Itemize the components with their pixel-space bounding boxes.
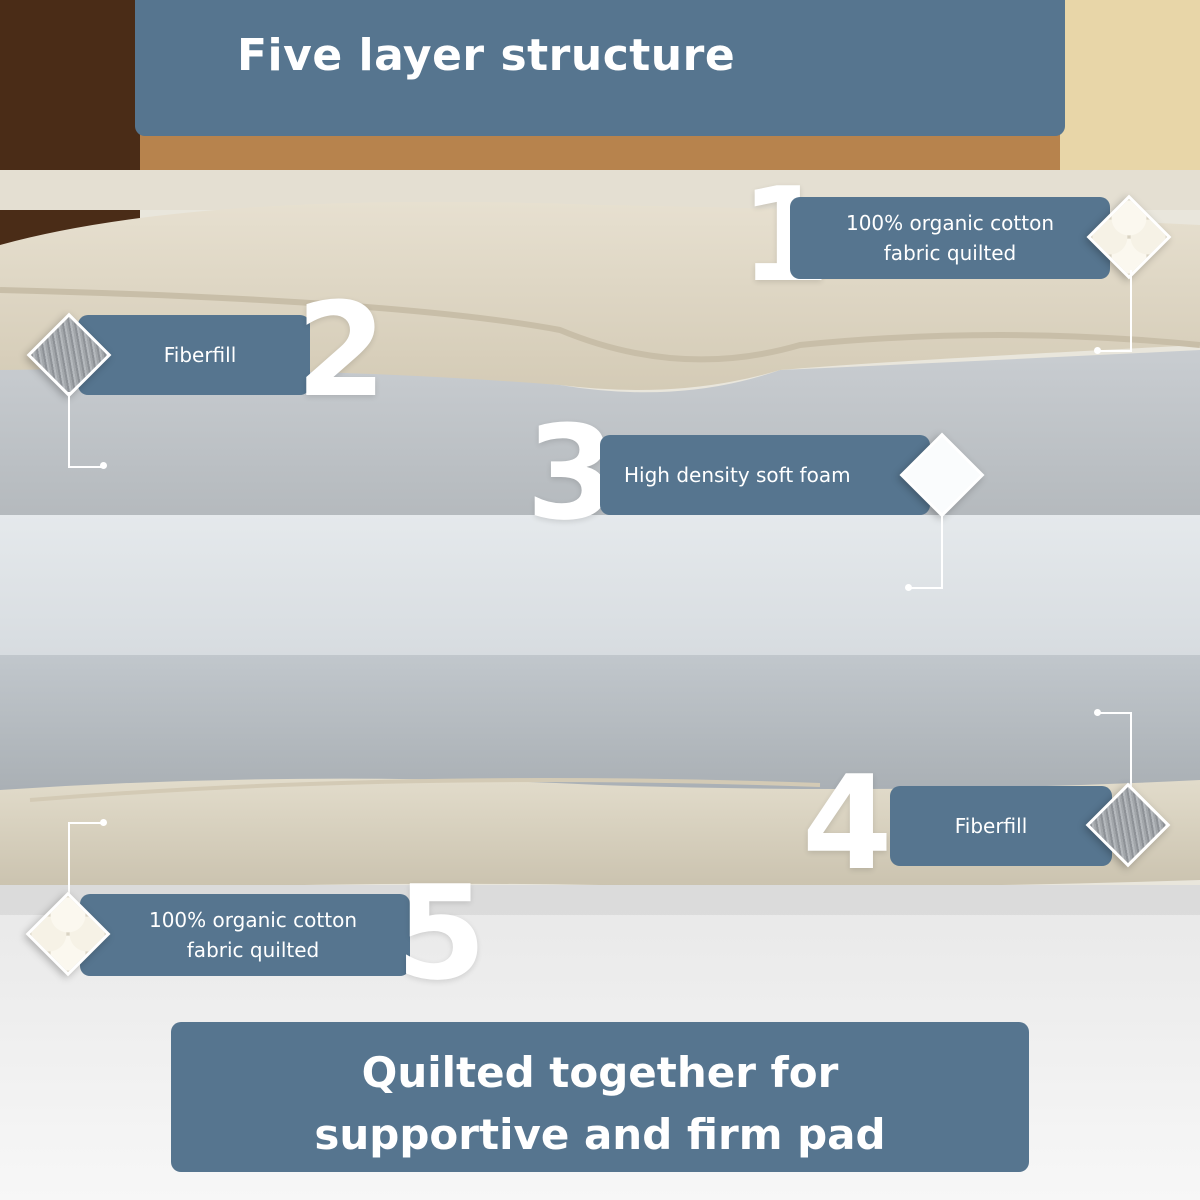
layer-4-line-1: Fiberfill (954, 814, 1028, 838)
layer-3-leader-dot (905, 584, 912, 591)
layer-2-line-1: Fiberfill (163, 343, 237, 367)
layer-5-leader-line (68, 822, 106, 894)
layer-2-leader-dot (100, 462, 107, 469)
layer-5-line-1: 100% organic cotton (148, 908, 357, 932)
layer-number-5: 5 (396, 857, 487, 1009)
layer-label-4: Fiberfill (890, 786, 1112, 866)
layer-number-4: 4 (802, 747, 893, 899)
layer-4-leader-dot (1094, 709, 1101, 716)
layer-1-leader-dot (1094, 347, 1101, 354)
footer-banner: Quilted together for supportive and firm… (171, 1022, 1029, 1172)
layer-number-2: 2 (296, 274, 387, 426)
layer-label-2: Fiberfill (78, 315, 310, 395)
layer-3-leader-line (909, 515, 943, 589)
layer-1-line-2: fabric quilted (883, 241, 1017, 265)
layer-label-3: High density soft foam (600, 435, 930, 515)
footer-line-2: supportive and firm pad (314, 1110, 886, 1159)
layer-5-line-2: fabric quilted (186, 938, 320, 962)
layer-label-1: 100% organic cotton fabric quilted (790, 197, 1110, 279)
layer-label-5: 100% organic cotton fabric quilted (80, 894, 410, 976)
layer-1-line-1: 100% organic cotton (845, 211, 1054, 235)
layer-4-leader-line (1098, 712, 1132, 792)
layer-3-line-1: High density soft foam (624, 463, 851, 487)
header-banner: Five layer structure (135, 0, 1065, 136)
footer-line-1: Quilted together for (361, 1048, 839, 1097)
layer-5-leader-dot (100, 819, 107, 826)
layer-2-leader-line (68, 392, 106, 468)
layer-1-leader-line (1098, 270, 1132, 352)
page-title: Five layer structure (237, 30, 736, 81)
